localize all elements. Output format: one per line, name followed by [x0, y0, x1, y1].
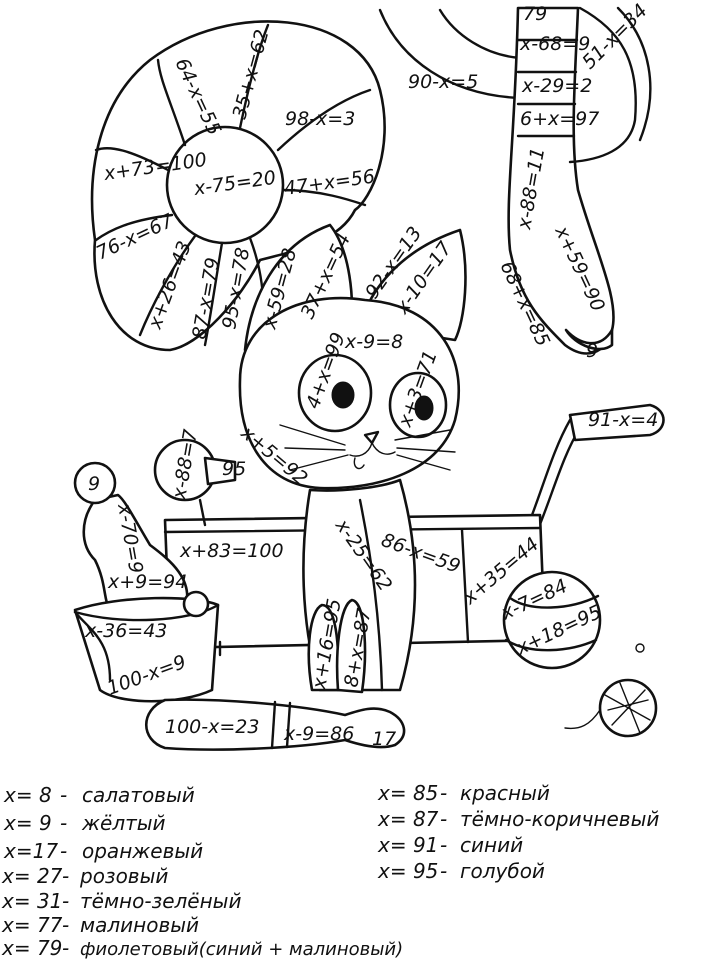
legend-dash: -	[440, 781, 447, 805]
legend-color: оранжевый	[82, 839, 203, 863]
eq-knob-tip: 95	[222, 458, 246, 480]
eq-tail-top: 79	[523, 3, 547, 25]
eq-foot: 9	[586, 340, 598, 362]
gramophone-horn	[90, 20, 386, 352]
legend-color: салатовый	[82, 783, 195, 807]
eq-tail-1: x-68=9	[519, 33, 590, 55]
eq-box-front: x+83=100	[179, 540, 284, 562]
legend-dash: -	[440, 859, 447, 883]
legend-x: x= 79	[1, 936, 62, 960]
gramophone-tube	[378, 6, 652, 355]
eq-handle: 91-x=4	[588, 409, 658, 431]
legend-x: x= 85	[377, 781, 438, 805]
legend-x: x= 87	[377, 807, 439, 831]
legend-color: тёмно-коричневый	[460, 807, 659, 831]
legend-x: x= 91	[377, 833, 438, 857]
eq-forehead: x-9=8	[344, 331, 403, 353]
eq-bottom-pin-tip: 17	[372, 728, 396, 750]
legend-x: x= 27	[1, 864, 63, 888]
eq-pin-top: 9	[88, 473, 100, 495]
legend-x: x= 95	[377, 859, 438, 883]
legend-color: красный	[460, 781, 550, 805]
legend-dash: -	[440, 833, 447, 857]
legend-dash: -	[440, 807, 447, 831]
cat	[153, 223, 467, 694]
legend-x: x= 77	[1, 913, 63, 937]
legend-dash: -	[62, 889, 69, 913]
legend-dash: -	[60, 811, 67, 835]
legend-color: тёмно-зелёный	[80, 889, 241, 913]
legend-dash: -	[62, 864, 69, 888]
legend-color: синий	[460, 833, 523, 857]
legend-color: жёлтый	[81, 811, 166, 835]
legend-dash: -	[62, 936, 69, 960]
legend-x: x=17	[3, 839, 58, 863]
eq-rim-top: 90-x=5	[408, 71, 478, 93]
bottom-skittle	[144, 698, 406, 751]
legend-x: x= 31	[1, 889, 62, 913]
eq-tail-2: x-29=2	[521, 75, 592, 97]
legend-left: x= 8 - салатовый x= 9 - жёлтый x=17 - ор…	[1, 783, 403, 960]
legend-color: фиолетовый(синий + малиновый)	[80, 939, 403, 960]
striped-ball	[502, 570, 602, 670]
eq-petal-3: 98-x=3	[285, 108, 355, 130]
legend-color: голубой	[460, 859, 545, 883]
legend-color: розовый	[79, 864, 168, 888]
skittle-and-bucket	[73, 461, 220, 703]
legend-dash: -	[60, 783, 67, 807]
legend-dash: -	[62, 913, 69, 937]
yarn-ball	[564, 643, 658, 738]
eq-bottom-pin-1: 100-x=23	[165, 716, 259, 738]
eq-bucket-rim: x-36=43	[84, 620, 167, 642]
legend-right: x= 85 - красный x= 87 - тёмно-коричневый…	[377, 781, 659, 883]
color-legend: x= 8 - салатовый x= 9 - жёлтый x=17 - ор…	[1, 781, 659, 960]
legend-dash: -	[60, 839, 67, 863]
eq-bottom-pin-2: x-9=86	[283, 723, 354, 745]
legend-color: малиновый	[80, 913, 199, 937]
legend-x: x= 8	[3, 783, 52, 807]
legend-x: x= 9	[3, 811, 52, 835]
eq-tail-3: 6+x=97	[520, 108, 599, 130]
eq-pin-body: x+9=94	[107, 571, 187, 593]
